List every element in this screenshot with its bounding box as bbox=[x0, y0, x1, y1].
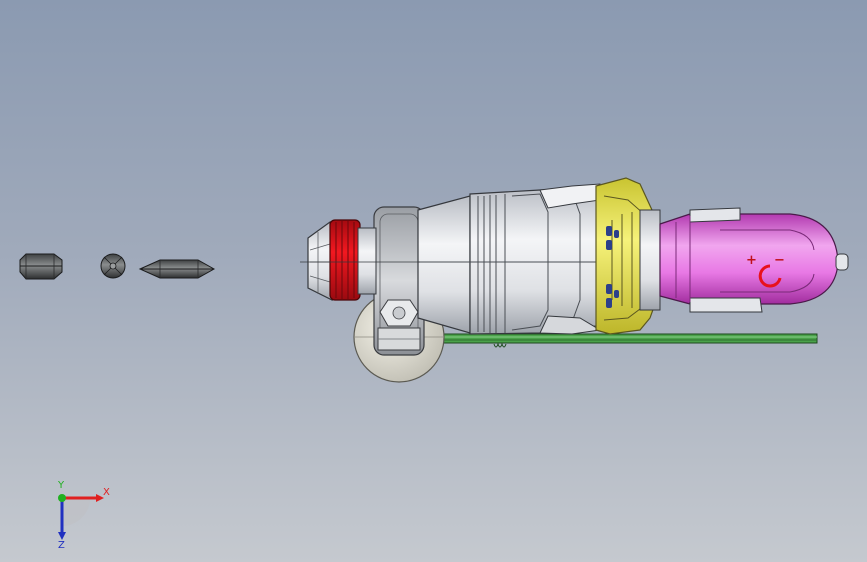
handle-clamp[interactable] bbox=[373, 206, 425, 356]
battery-pack[interactable]: + − bbox=[659, 207, 849, 313]
battery-arc-icon bbox=[758, 264, 782, 288]
z-axis-arrow-icon bbox=[58, 532, 66, 540]
z-axis-label: Z bbox=[58, 540, 65, 548]
flat-bit[interactable] bbox=[138, 259, 216, 279]
hex-bit[interactable] bbox=[19, 253, 63, 280]
yellow-collar[interactable] bbox=[595, 177, 661, 335]
coordinate-triad: X Y Z bbox=[57, 480, 110, 548]
chuck[interactable] bbox=[300, 219, 420, 301]
drill-body[interactable] bbox=[417, 183, 660, 335]
x-axis-label: X bbox=[103, 487, 110, 498]
y-axis-label: Y bbox=[57, 480, 65, 491]
battery-plus-symbol: + bbox=[746, 253, 757, 268]
x-axis-arrow-icon bbox=[96, 494, 104, 502]
y-axis-dot-icon bbox=[58, 494, 66, 502]
round-bit[interactable] bbox=[100, 253, 126, 279]
battery-minus-symbol: − bbox=[774, 253, 785, 268]
